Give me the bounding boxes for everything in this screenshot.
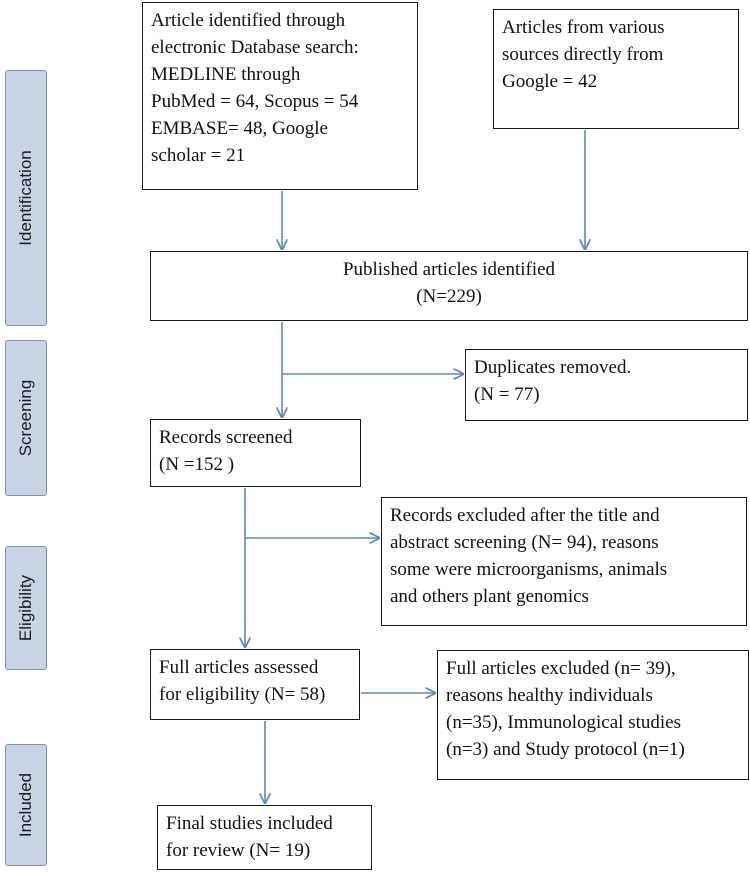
phase-identification: Identification [5, 70, 47, 326]
records-excluded-box: Records excluded after the title and abs… [381, 497, 747, 626]
identified-box: Published articles identified (N=229) [150, 251, 748, 321]
phase-included-label: Included [16, 772, 35, 838]
phase-screening: Screening [5, 340, 47, 496]
phase-eligibility: Eligibility [5, 546, 47, 670]
phase-screening-label: Screening [16, 379, 35, 457]
phase-identification-label: Identification [16, 150, 35, 246]
full-articles-excluded-box: Full articles excluded (n= 39), reasons … [437, 650, 749, 780]
records-screened-box: Records screened (N =152 ) [150, 419, 361, 487]
other-sources-box: Articles from various sources directly f… [493, 9, 739, 129]
duplicates-box: Duplicates removed. (N = 77) [465, 349, 748, 421]
full-articles-assessed-box: Full articles assessed for eligibility (… [150, 649, 360, 720]
phase-included: Included [5, 744, 47, 866]
database-search-box: Article identified through electronic Da… [142, 2, 418, 190]
phase-eligibility-label: Eligibility [16, 574, 35, 642]
final-studies-box: Final studies included for review (N= 19… [157, 805, 372, 870]
